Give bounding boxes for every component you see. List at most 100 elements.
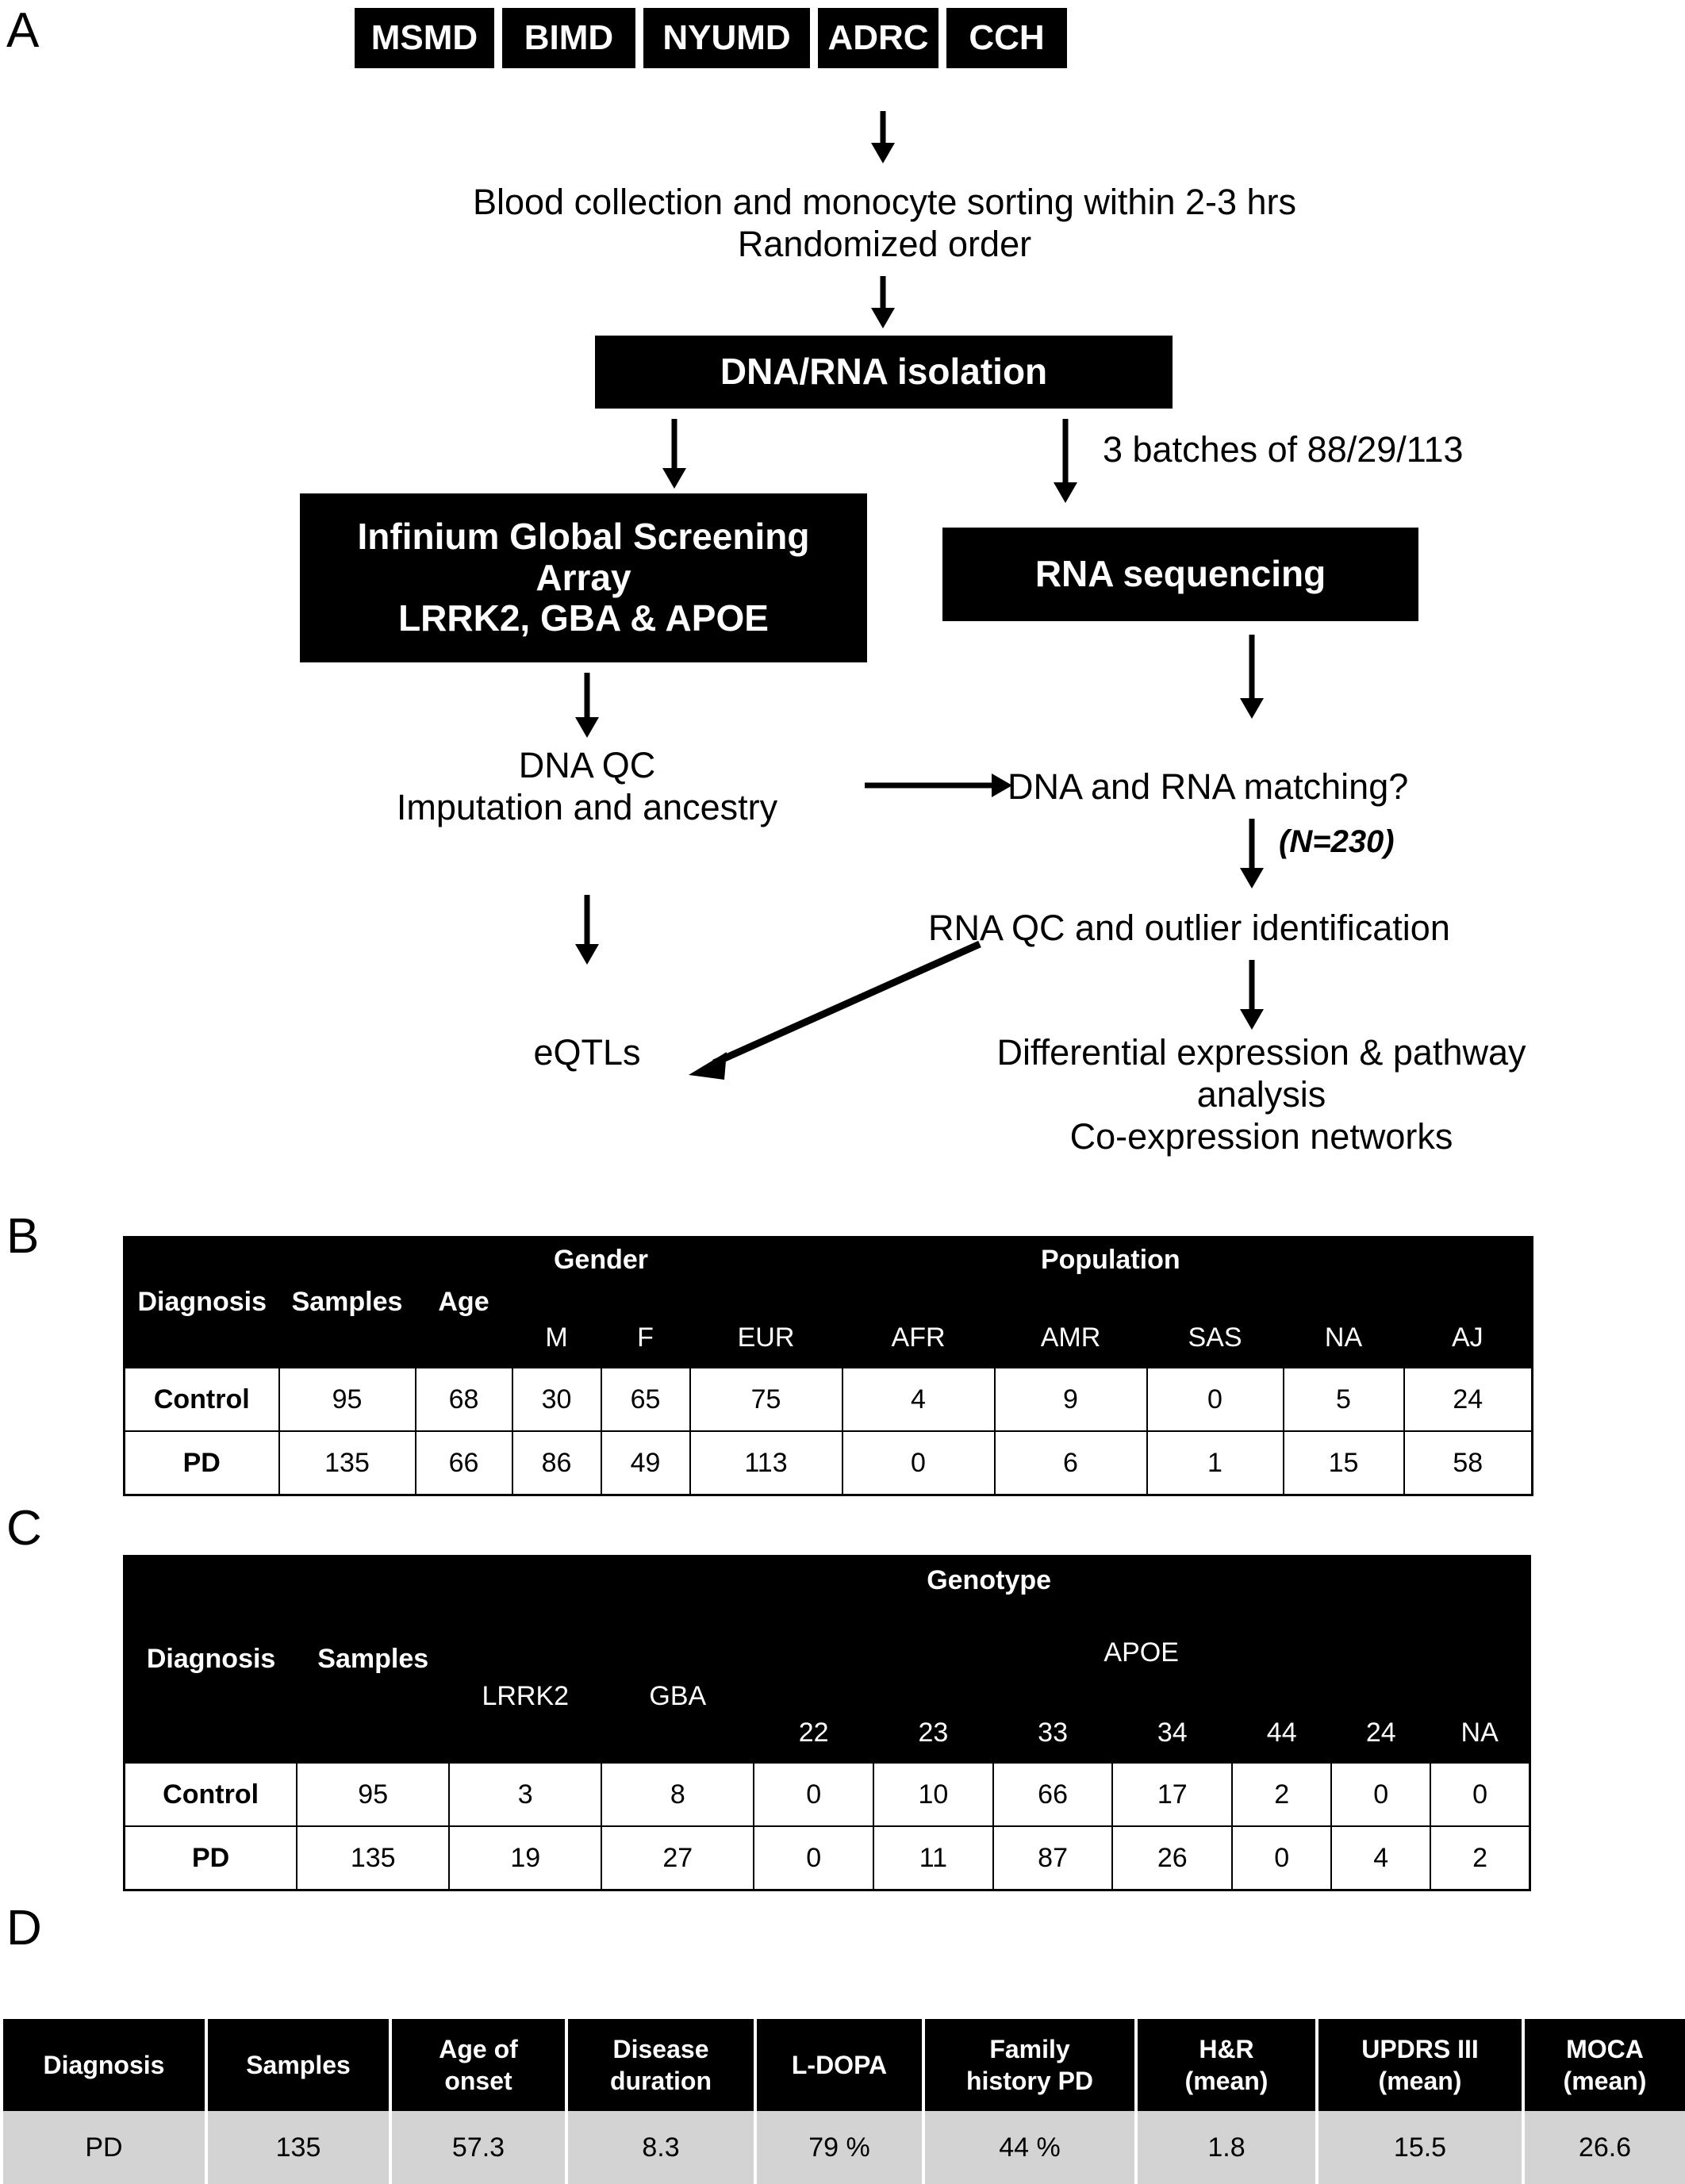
source-box-cch: CCH <box>946 8 1067 68</box>
table-c-header-row-sub: 22 23 33 34 44 24 NA <box>125 1705 1530 1763</box>
step-dna-rna-matching-label: DNA and RNA matching? <box>1008 766 1409 807</box>
table-c-r1-c5: 87 <box>992 1825 1114 1891</box>
panel-label-c: C <box>6 1501 42 1556</box>
step-dna-rna-matching: DNA and RNA matching? <box>1008 766 1547 808</box>
table-b-r0-c7: 0 <box>1146 1366 1284 1432</box>
step-dna-qc: DNA QC Imputation and ancestry <box>301 744 873 828</box>
table-b-r0-c4: 75 <box>689 1366 843 1432</box>
table-row: PD 135 19 27 0 11 87 26 0 4 2 <box>123 1825 1531 1891</box>
source-box-adrc-label: ADRC <box>827 18 929 58</box>
panel-label-a: A <box>6 3 40 58</box>
label-batches-text: 3 batches of 88/29/113 <box>1103 429 1464 470</box>
table-c-r0-c8: 0 <box>1330 1761 1432 1827</box>
table-d-col-family-history-l2: history PD <box>965 2067 1094 2095</box>
table-d-r0-c1: 135 <box>205 2111 392 2184</box>
table-d-col-updrs-mean: UPDRS III (mean) <box>1315 2019 1525 2111</box>
table-c-sub-22: 22 <box>754 1705 874 1763</box>
step-rna-qc: RNA QC and outlier identification <box>928 907 1587 949</box>
table-row: Control 95 3 8 0 10 66 17 2 0 0 <box>123 1761 1531 1827</box>
table-b-sub-amr: AMR <box>994 1310 1147 1368</box>
table-c-r1-c7: 0 <box>1231 1825 1333 1891</box>
table-c-r0-c6: 17 <box>1111 1761 1234 1827</box>
table-b-sub-afr: AFR <box>842 1310 995 1368</box>
table-c-col-genotype: Genotype <box>449 1556 1530 1633</box>
step-blood-collection: Blood collection and monocyte sorting wi… <box>349 181 1420 265</box>
panel-a-flowchart: A MSMD BIMD NYUMD ADRC CCH Blood collect… <box>6 3 1610 1157</box>
table-row: Control 95 68 30 65 75 4 9 0 5 24 <box>123 1366 1533 1432</box>
table-d-col-samples-l1: Samples <box>246 2051 351 2079</box>
table-c-gene-lrrk2: LRRK2 <box>449 1632 602 1763</box>
step-blood-collection-line1: Blood collection and monocyte sorting wi… <box>472 182 1297 222</box>
table-c-header-row-groups: Diagnosis Samples Genotype <box>124 1556 1530 1763</box>
table-c-r1-c6: 26 <box>1111 1825 1234 1891</box>
table-b-sub-aj: AJ <box>1403 1310 1533 1368</box>
table-b-r0-c3: 65 <box>600 1366 691 1432</box>
table-d-r0-c5: 44 % <box>922 2111 1138 2184</box>
table-c-header: Diagnosis Samples Genotype LRRK2 GBA APO… <box>124 1556 1530 1763</box>
table-d-col-age-of-onset-l2: onset <box>444 2067 512 2095</box>
table-d-col-diagnosis-l1: Diagnosis <box>43 2051 165 2079</box>
table-d-clinical: Diagnosis Samples Age of onset Disease d… <box>0 2019 1685 2184</box>
arrow-rnaqc-to-eqtls <box>689 940 981 1080</box>
table-b-col-diagnosis: Diagnosis <box>124 1237 279 1368</box>
table-b-r1-c0: 135 <box>278 1430 416 1496</box>
table-b-sub-f: F <box>601 1310 690 1368</box>
table-b-r0-diagnosis: Control <box>123 1366 280 1432</box>
table-c-r0-c3: 0 <box>753 1761 875 1827</box>
source-box-msmd: MSMD <box>355 8 494 68</box>
table-d-body: PD 135 57.3 8.3 79 % 44 % 1.8 15.5 26.6 <box>0 2111 1685 2184</box>
table-d-col-hr-mean-l1: H&R <box>1199 2035 1254 2063</box>
label-batches: 3 batches of 88/29/113 <box>1103 428 1610 470</box>
table-row: PD 135 57.3 8.3 79 % 44 % 1.8 15.5 26.6 <box>0 2111 1685 2184</box>
step-dna-qc-line1: DNA QC <box>518 745 656 785</box>
panel-label-b: B <box>6 1209 40 1264</box>
table-b-col-population: Population <box>689 1237 1533 1311</box>
table-b-r1-diagnosis: PD <box>123 1430 280 1496</box>
table-b-r1-c8: 15 <box>1282 1430 1405 1496</box>
table-b-r1-c2: 86 <box>511 1430 602 1496</box>
step-infinium-array-line1: Infinium Global Screening <box>357 516 810 558</box>
step-eqtls: eQTLs <box>444 1031 730 1073</box>
table-d-col-ldopa: L-DOPA <box>754 2019 925 2111</box>
table-b-header-row-groups: Diagnosis Samples Age Gender Population <box>124 1237 1533 1368</box>
table-c-r0-c4: 10 <box>873 1761 994 1827</box>
table-d-col-moca-mean: MOCA (mean) <box>1522 2019 1685 2111</box>
table-d-r0-c3: 8.3 <box>565 2111 757 2184</box>
table-b-r1-c1: 66 <box>414 1430 513 1496</box>
table-c-r1-c8: 4 <box>1330 1825 1432 1891</box>
table-b-r0-c2: 30 <box>511 1366 602 1432</box>
label-n-230-text: (N=230) <box>1279 824 1395 859</box>
table-d-col-samples: Samples <box>205 2019 392 2111</box>
table-c-r1-c9: 2 <box>1430 1825 1531 1891</box>
table-b-r0-c0: 95 <box>278 1366 416 1432</box>
source-box-bimd-label: BIMD <box>524 18 614 58</box>
table-c-r0-c9: 0 <box>1430 1761 1531 1827</box>
table-c-sub-34: 34 <box>1112 1705 1233 1763</box>
table-c-genotypes: Diagnosis Samples Genotype LRRK2 GBA APO… <box>123 1555 1531 1891</box>
table-b-r1-c5: 0 <box>841 1430 996 1496</box>
table-c-col-samples: Samples <box>297 1556 450 1763</box>
panel-label-d: D <box>6 1901 42 1956</box>
table-b-r1-c9: 58 <box>1403 1430 1533 1496</box>
table-b-sub-na: NA <box>1283 1310 1404 1368</box>
table-b-r1-c3: 49 <box>600 1430 691 1496</box>
table-row: PD 135 66 86 49 113 0 6 1 15 58 <box>123 1430 1533 1496</box>
label-n-230: (N=230) <box>1279 823 1517 861</box>
table-d-col-ldopa-l1: L-DOPA <box>791 2051 888 2079</box>
table-d-col-moca-mean-l2: (mean) <box>1563 2067 1647 2095</box>
table-d-col-disease-duration-l1: Disease <box>612 2035 709 2063</box>
step-rna-qc-label: RNA QC and outlier identification <box>928 908 1450 948</box>
step-eqtls-label: eQTLs <box>533 1032 641 1073</box>
source-box-cch-label: CCH <box>969 18 1045 58</box>
table-b-r0-c5: 4 <box>841 1366 996 1432</box>
source-box-adrc: ADRC <box>818 8 938 68</box>
table-b-sub-m: M <box>512 1310 601 1368</box>
table-d-r0-c7: 15.5 <box>1315 2111 1525 2184</box>
source-box-nyumd-label: NYUMD <box>662 18 791 58</box>
table-d-header-row: Diagnosis Samples Age of onset Disease d… <box>0 2019 1685 2111</box>
step-rna-sequencing: RNA sequencing <box>942 528 1418 621</box>
table-d-col-age-of-onset: Age of onset <box>389 2019 568 2111</box>
source-box-nyumd: NYUMD <box>643 8 810 68</box>
table-b-body: Control 95 68 30 65 75 4 9 0 5 24 PD 135… <box>123 1366 1533 1496</box>
table-d-col-diagnosis: Diagnosis <box>0 2019 208 2111</box>
